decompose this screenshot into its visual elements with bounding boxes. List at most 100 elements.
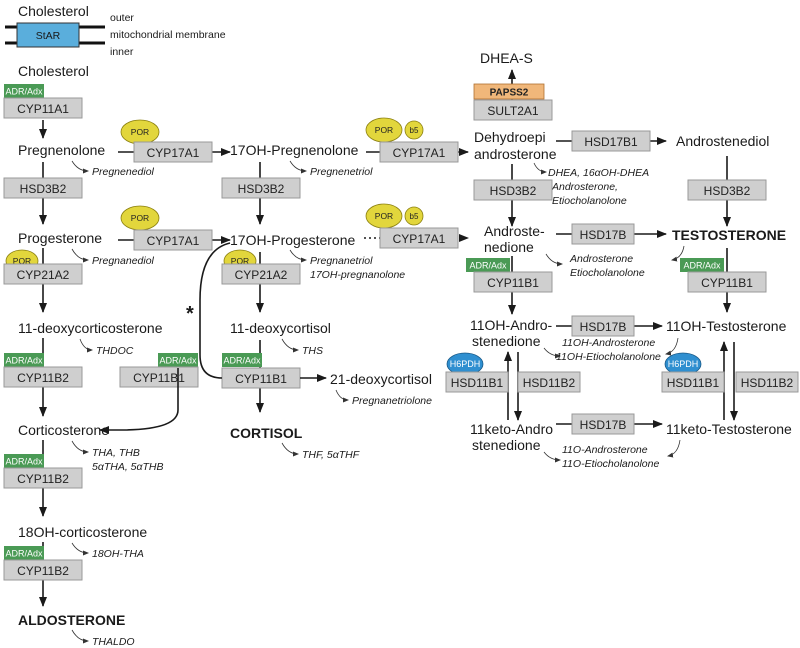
enzyme-cyp21a2-1: CYP21A2 [3,263,83,285]
urinary-11oh-androsterone: 11OH-Androsterone [562,337,655,349]
svg-text:b5: b5 [410,212,419,221]
adr-adx-badge [466,258,510,272]
enzyme-cyp11b2-2: CYP11B2 [3,467,83,489]
androstenediol: Androstenediol [676,133,769,149]
adr-adx-badge [4,454,44,468]
svg-text:CYP11A1: CYP11A1 [17,102,69,116]
aldosterone: ALDOSTERONE [18,612,125,628]
svg-text:HSD11B2: HSD11B2 [741,376,794,390]
pregnenolone: Pregnenolone [18,142,105,158]
urinary-pregnenediol: Pregnenediol [92,166,155,178]
svg-text:ADR/Adx: ADR/Adx [223,356,261,366]
svg-text:ADR/Adx: ADR/Adx [159,356,197,366]
svg-text:POR: POR [13,256,31,266]
enzyme-cyp11b1-side: CYP11B1 [119,366,199,388]
enzyme-hsd11b2-2: HSD11B2 [735,371,799,393]
papss2-badge [473,83,545,100]
enzyme-hsd11b2-1: HSD11B2 [517,371,581,393]
svg-text:HSD3B2: HSD3B2 [238,182,285,196]
enzyme-sult2a1: SULT2A1 [473,99,553,121]
svg-text:PAPSS2: PAPSS2 [490,88,529,99]
svg-text:HSD11B2: HSD11B2 [523,376,576,390]
svg-text:HSD3B2: HSD3B2 [704,184,751,198]
urinary-11o-etiocholanolone: 11O-Etiocholanolone [562,458,659,470]
oh11-androstenedione-line2: stenedione [472,333,541,349]
svg-text:H6PDH: H6PDH [668,359,699,369]
adr-adx-badge [4,84,44,98]
membrane-label: mitochondrial membrane [110,29,226,41]
svg-text:b5: b5 [410,126,419,135]
svg-text:H6PDH: H6PDH [450,359,481,369]
oh11-androstenedione-line1: 11OH-Andro- [470,317,553,333]
enzyme-cyp17a1-1: CYP17A1 [133,141,213,163]
cholesterol-top: Cholesterol [18,3,89,19]
b5-badge [404,206,424,226]
enzyme-cyp11b2-1: CYP11B2 [3,366,83,388]
svg-text:CYP17A1: CYP17A1 [393,232,446,246]
enzyme-hsd3b2-1: HSD3B2 [3,177,83,199]
adr-adx-badge [680,258,724,272]
svg-text:ADR/Adx: ADR/Adx [5,457,43,467]
urinary-dhea-androsterone: Androsterone, [551,181,618,193]
oh11-testosterone: 11OH-Testosterone [666,318,787,334]
deoxycortisol-21: 21-deoxycortisol [330,371,432,387]
adr-adx-label: ADR/Adx [5,87,43,97]
androstenedione-line2: nedione [484,239,534,255]
svg-text:CYP11B2: CYP11B2 [17,564,69,578]
svg-text:HSD17B: HSD17B [580,320,627,334]
asterisk: * [186,303,194,325]
enzyme-cyp11a1: CYP11A1 [3,97,83,119]
urinary-thdoc: THDOC [96,345,134,357]
inner-label: inner [110,46,134,58]
enzyme-hsd17b1: HSD17B1 [571,130,651,152]
svg-text:CYP11B2: CYP11B2 [17,472,69,486]
svg-text:HSD3B2: HSD3B2 [490,184,537,198]
svg-text:HSD17B: HSD17B [580,418,627,432]
testosterone: TESTOSTERONE [672,227,786,243]
urinary-11o-androsterone: 11O-Androsterone [562,444,648,456]
enzyme-hsd3b2-3: HSD3B2 [473,179,553,201]
progesterone: Progesterone [18,230,102,246]
svg-text:CYP11B1: CYP11B1 [701,276,753,290]
urinary-pregnanediol: Pregnanediol [92,255,155,267]
deoxycorticosterone: 11-deoxycorticosterone [18,320,163,336]
svg-text:ADR/Adx: ADR/Adx [5,549,43,559]
svg-text:CYP17A1: CYP17A1 [147,234,200,248]
enzyme-cyp11b2-3: CYP11B2 [3,559,83,581]
urinary-dhea: DHEA, 16αOH-DHEA [548,167,649,179]
cholesterol-bottom: Cholesterol [18,63,89,79]
enzyme-hsd17b-2: HSD17B [571,315,635,337]
svg-text:POR: POR [375,211,393,221]
enzyme-hsd11b1-1: HSD11B1 [445,371,509,393]
svg-text:CYP11B2: CYP11B2 [17,371,69,385]
svg-text:ADR/Adx: ADR/Adx [469,261,507,271]
oh18-corticosterone: 18OH-corticosterone [18,524,147,540]
svg-text:ADR/Adx: ADR/Adx [5,356,43,366]
urinary-18oh-tha: 18OH-THA [92,548,144,560]
urinary-5a-tha-thb: 5αTHA, 5αTHB [92,461,164,473]
dhea-line2: androsterone [474,146,557,162]
enzyme-hsd17b-3: HSD17B [571,413,635,435]
urinary-17oh-pregnanolone: 17OH-pregnanolone [310,269,405,281]
svg-text:HSD17B1: HSD17B1 [584,135,638,149]
urinary-thf: THF, 5αTHF [302,449,360,461]
urinary-etiocholanolone: Etiocholanolone [570,267,645,279]
dhea-line1: Dehydroepi [474,129,546,145]
svg-text:POR: POR [131,213,149,223]
deoxycortisol-11: 11-deoxycortisol [230,320,331,336]
svg-text:HSD11B1: HSD11B1 [451,376,504,390]
svg-text:ADR/Adx: ADR/Adx [683,261,721,271]
enzyme-hsd17b-1: HSD17B [571,223,635,245]
urinary-pregnenetriol: Pregnenetriol [310,166,373,178]
enzyme-cyp11b1-3: CYP11B1 [473,271,553,293]
svg-text:CYP21A2: CYP21A2 [235,268,288,282]
star-transporter [16,22,80,48]
dhea-s: DHEA-S [480,50,533,66]
svg-text:CYP21A2: CYP21A2 [17,268,70,282]
enzyme-cyp11b1-4: CYP11B1 [687,271,767,293]
svg-text:CYP11B1: CYP11B1 [133,371,185,385]
urinary-pregnanetriolone: Pregnanetriolone [352,395,432,407]
svg-text:CYP11B1: CYP11B1 [487,276,539,290]
cortisol: CORTISOL [230,425,303,441]
